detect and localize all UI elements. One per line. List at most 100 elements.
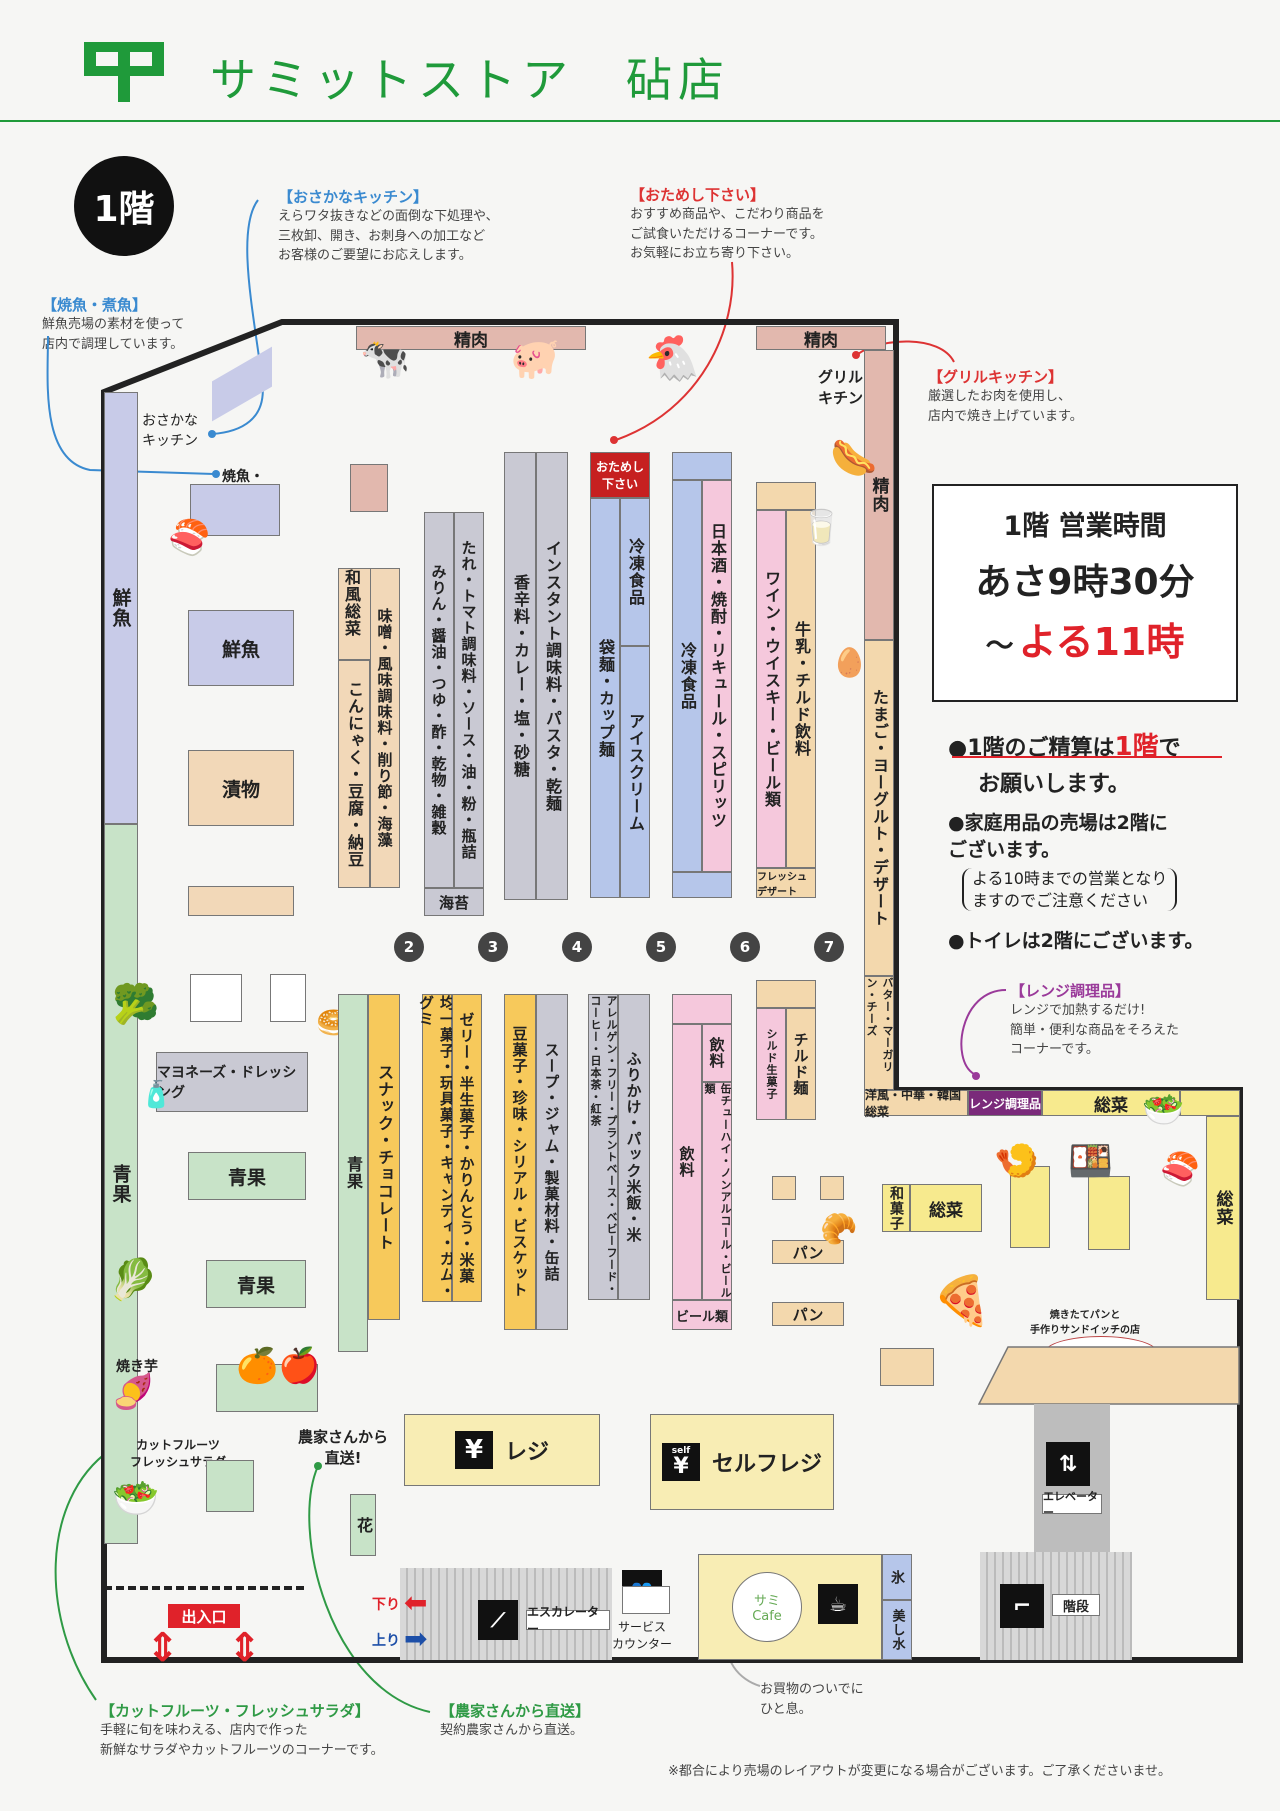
note-cafe: お買物のついでに ひと息。 [760, 1680, 920, 1719]
note-grill-title: 【グリルキッチン】 [928, 368, 1064, 386]
sashimi-counter [190, 484, 280, 536]
chilled-sweets-shelf: シルド生菓子 [756, 1008, 786, 1120]
kinitsu-candy-shelf: 均一菓子・玩具菓子・キャンディ・ガム・グミ [417, 994, 456, 1302]
noodle-cup-shelf: 袋麺・カップ麺 [590, 498, 620, 898]
self-yen-icon: self¥ [661, 1443, 700, 1481]
milk-bottle-icon: 🥛 [800, 508, 843, 548]
drink-shelf-2: 飲料 [672, 1024, 702, 1300]
fresh-dessert-shelf: フレッシュデザート [756, 868, 816, 898]
deli-island: 総菜 [910, 1184, 982, 1232]
bread-shelf-2: パン [772, 1302, 844, 1326]
fish-kitchen-label: おさかな キッチン [142, 413, 198, 449]
egg-yogurt-dessert-shelf: たまご・ヨーグルト・デザート [864, 640, 894, 976]
fridge-box-2 [270, 974, 306, 1022]
note-range: 【レンジ調理品】 レンジで加熱するだけ! 簡単・便利な商品をそろえた コーナーで… [1010, 980, 1240, 1060]
fresh-fish-wall: 鮮魚 [104, 392, 138, 824]
small-bakery-box-1 [772, 1176, 796, 1200]
sushi-icon: 🍣 [1160, 1150, 1200, 1188]
spice-curry-shelf: 香辛料・カレー・塩・砂糖 [504, 452, 536, 900]
note-cafe-body: お買物のついでに ひと息。 [760, 1682, 864, 1717]
note-otameshi-body: おすすめ商品や、こだわり商品を ご試食いただけるコーナーです。 お気軽にお立ち寄… [630, 207, 825, 261]
salad-case [206, 1460, 254, 1512]
deli-right-top [1180, 1090, 1240, 1116]
frozen-cap [672, 452, 732, 480]
info-line1-c: で [1158, 736, 1181, 761]
snack-chocolate-shelf: スナック・チョコレート [368, 994, 400, 1320]
hours-open: あさ9時30分 [975, 562, 1195, 603]
deli-stand-2 [1088, 1176, 1130, 1250]
small-wash-block [188, 886, 294, 916]
produce-aisle-shelf: 青果 [338, 994, 368, 1352]
note-grill: 【グリルキッチン】 厳選したお肉を使用し、 店内で焼き上げています。 [928, 366, 1148, 426]
aisle-number: 3 [478, 932, 508, 962]
chuhai-nonalcohol-shelf: 缶チューハイ・ノンアルコール・ビール類 [702, 1082, 732, 1300]
elevator-label: エレベーター [1042, 1490, 1102, 1519]
soup-jam-canned-shelf: スープ・ジャム・製菓材料・缶詰 [536, 994, 568, 1330]
note-otameshi-title: 【おためし下さい】 [630, 186, 766, 204]
drink-cap [672, 994, 732, 1024]
ice-stand: 氷 [882, 1554, 912, 1600]
note-otameshi: 【おためし下さい】 おすすめ商品や、こだわり商品を ご試食いただけるコーナーです… [630, 184, 890, 264]
produce-island-2: 青果 [206, 1260, 306, 1308]
elevator-icon: ⇅ [1046, 1442, 1090, 1486]
meat-section-right: 精肉 [864, 350, 894, 640]
meat-section-top-2: 精肉 [756, 326, 886, 351]
deli-top: 総菜 [1042, 1090, 1180, 1116]
sake-shochu-shelf: 日本酒・焼酎・リキュール・スピリッツ [702, 480, 732, 872]
drink-shelf-1: 飲料 [702, 1024, 732, 1082]
aisle-number: 5 [646, 932, 676, 962]
bakery-counter [978, 1346, 1240, 1405]
entrance-arrow-right: ⇕ [228, 1625, 262, 1671]
mayonnaise-icon: 🧴 [140, 1080, 173, 1110]
milk-chilled-drink-shelf: 牛乳・チルド飲料 [786, 510, 816, 868]
deli-right: 総菜 [1206, 1116, 1240, 1300]
note-kitchen: 【おさかなキッチン】 えらワタ抜きなどの面倒な下処理や、 三枚卸、開き、お刺身へ… [278, 186, 578, 266]
aisle-number: 4 [562, 932, 592, 962]
up-arrow: ➡ [404, 1622, 428, 1655]
egg-icon: 🥚 [832, 646, 867, 679]
butter-margarine-cheese-shelf: バター・マーガリン・チーズ [864, 976, 894, 1090]
broccoli-icon: 🥦 [112, 982, 160, 1026]
note-farmer: 【農家さんから直送】 契約農家さんから直送。 [440, 1700, 690, 1741]
stairs-icon: ⌐ [1000, 1584, 1044, 1628]
bread-shelf-1: パン [772, 1240, 844, 1264]
cafe-seat-icon: ☕ [818, 1584, 858, 1624]
otameshi-corner: おためし 下さい [590, 452, 650, 498]
note-grill-body: 厳選したお肉を使用し、 店内で焼き上げています。 [928, 389, 1083, 424]
frozen-food-shelf-2: 冷凍食品 [672, 480, 702, 872]
chicken-icon: 🐔 [645, 333, 700, 384]
register-area: ¥ レジ [404, 1414, 600, 1486]
aisle-number: 2 [394, 932, 424, 962]
info-line4: ●トイレは2階にございます。 [948, 930, 1204, 952]
frozen-food-shelf-1: 冷凍食品 [620, 498, 650, 646]
bakery-small-block [880, 1348, 934, 1386]
aisle-number: 6 [730, 932, 760, 962]
note-range-body: レンジで加熱するだけ! 簡単・便利な商品をそろえた コーナーです。 [1010, 1003, 1180, 1057]
allergen-coffee-tea-shelf: アレルゲン・フリー・プラントベース・ベビーフード・コーヒー・日本茶・紅茶 [588, 994, 618, 1300]
note-cutfruit-body: 手軽に旬を味わえる、店内で作った 新鮮なサラダやカットフルーツのコーナーです。 [100, 1723, 384, 1758]
note-range-title: 【レンジ調理品】 [1010, 982, 1131, 1000]
aisle-number: 7 [814, 932, 844, 962]
hours-close-row: 〜 よる11時 [934, 611, 1236, 666]
logo-icon [78, 36, 170, 108]
self-icon-text: self [671, 1445, 691, 1456]
info-line1-underline [952, 756, 1222, 758]
produce-wall: 青果 [104, 824, 138, 1544]
konnyaku-tofu-natto-shelf: こんにゃく・豆腐・納豆 [338, 660, 370, 888]
flower-stand: 花 [350, 1494, 376, 1556]
chilled-cap [756, 980, 816, 1008]
note-kitchen-title: 【おさかなキッチン】 [278, 188, 429, 206]
down-arrow: ⬅ [404, 1586, 428, 1619]
sashimi-icon: 🍣 [168, 518, 211, 558]
fruit-island [216, 1364, 318, 1412]
service-counter-label: サービス カウンター [612, 1620, 673, 1651]
fruit-icon: 🍊🍎 [236, 1346, 321, 1386]
nori-shelf: 海苔 [424, 888, 484, 916]
wine-whisky-shelf: ワイン・ウイスキー・ビール類 [756, 510, 786, 868]
salad-icon: 🥗 [112, 1476, 160, 1520]
note-farmer-body: 契約農家さんから直送。 [440, 1723, 584, 1738]
escalator-label: エスカレーター [526, 1605, 610, 1636]
pig-icon: 🐖 [510, 336, 560, 382]
mirin-soy-shelf: みりん・醤油・つゆ・酢・乾物・雑穀 [424, 512, 454, 888]
escalator-icon: ⟋ [478, 1600, 518, 1640]
